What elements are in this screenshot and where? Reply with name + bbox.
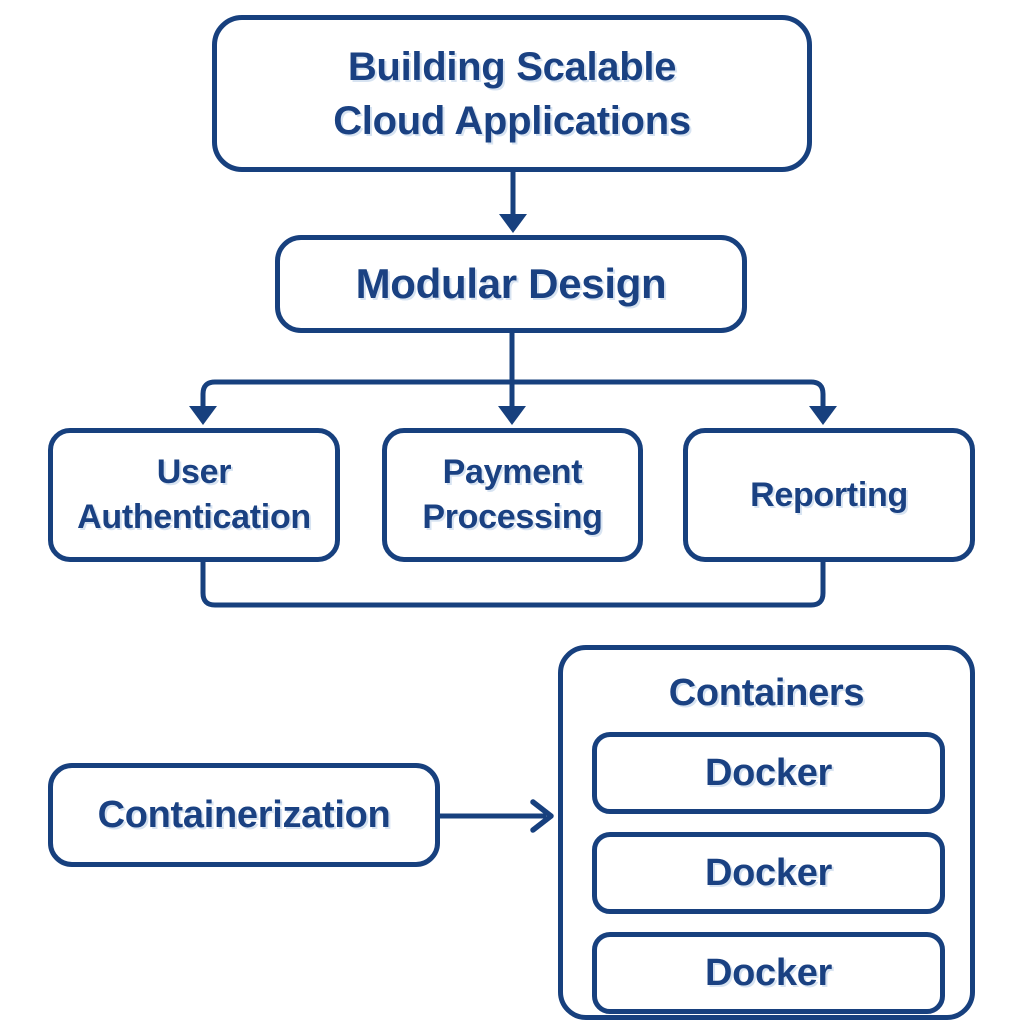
node-label: Docker: [704, 751, 833, 794]
containers-group-title: Containers: [668, 672, 865, 714]
node-label-line: Payment: [442, 453, 583, 491]
node-label: Modular Design: [355, 260, 667, 307]
node-docker-3: Docker: [592, 932, 945, 1014]
node-containers-group: Containers Docker Docker Docker: [558, 645, 975, 1020]
arrowhead-to-containers: [530, 799, 554, 833]
node-label-line: User: [156, 453, 232, 491]
arrowhead-to-payment-processing: [498, 406, 526, 425]
node-label-line: Cloud Applications: [333, 98, 691, 143]
node-payment-processing: Payment Processing: [382, 428, 643, 562]
node-label: Docker: [704, 851, 833, 894]
node-label: Docker: [704, 951, 833, 994]
node-label-line: Building Scalable: [347, 44, 677, 89]
node-building-scalable-cloud-applications: Building Scalable Cloud Applications: [212, 15, 812, 172]
node-containerization: Containerization: [48, 763, 440, 867]
arrowhead-root-to-modular: [499, 214, 527, 233]
node-modular-design: Modular Design: [275, 235, 747, 333]
node-label: Reporting: [750, 475, 908, 514]
node-user-authentication: User Authentication: [48, 428, 340, 562]
node-label-line: Authentication: [77, 498, 311, 536]
node-docker-2: Docker: [592, 832, 945, 914]
node-label-line: Processing: [422, 498, 603, 536]
connector-branch: [200, 379, 826, 407]
node-reporting: Reporting: [683, 428, 975, 562]
arrowhead-to-user-authentication: [189, 406, 217, 425]
connector-module-bracket: [200, 561, 826, 608]
node-docker-1: Docker: [592, 732, 945, 814]
arrowhead-to-reporting: [809, 406, 837, 425]
node-label: Containerization: [97, 793, 391, 836]
